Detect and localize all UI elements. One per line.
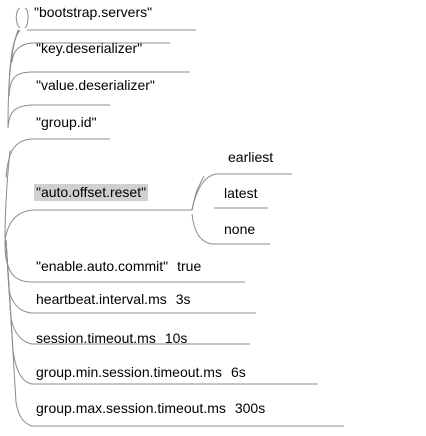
node-label: "bootstrap.servers"	[34, 4, 153, 20]
node-label: "value.deserializer"	[36, 77, 155, 93]
link-none	[191, 213, 270, 245]
node-label: none	[224, 221, 256, 237]
node-auto-offset-reset[interactable]: "auto.offset.reset"	[34, 184, 149, 201]
node-group-id[interactable]: "group.id"	[34, 114, 99, 131]
node-value-deserializer[interactable]: "value.deserializer"	[34, 77, 157, 94]
node-label: "key.deserializer"	[36, 40, 143, 56]
node-session-timeout[interactable]: session.timeout.ms 10s	[34, 330, 187, 347]
link-auto-offset-reset	[4, 209, 192, 241]
node-label: session.timeout.ms	[36, 330, 156, 346]
node-latest[interactable]: latest	[222, 185, 259, 202]
node-label: group.min.session.timeout.ms	[36, 364, 222, 380]
node-enable-auto-commit[interactable]: "enable.auto.commit" true	[34, 258, 201, 275]
node-value: true	[177, 258, 202, 274]
link-group-id-2	[5, 138, 110, 179]
node-heartbeat-interval[interactable]: heartbeat.interval.ms 3s	[34, 291, 191, 308]
node-group-max-session-timeout[interactable]: group.max.session.timeout.ms 300s	[34, 400, 265, 417]
link-session-timeout	[10, 317, 250, 345]
node-label: "enable.auto.commit"	[36, 258, 169, 274]
link-heartbeat	[8, 289, 256, 314]
node-value: 6s	[230, 364, 246, 380]
node-value: 10s	[164, 330, 188, 346]
link-group-min	[12, 349, 318, 385]
node-bootstrap-servers[interactable]: "bootstrap.servers"	[32, 4, 154, 21]
node-label: "group.id"	[36, 114, 97, 130]
node-label: latest	[224, 185, 258, 201]
node-key-deserializer[interactable]: "key.deserializer"	[34, 40, 144, 57]
node-label: "auto.offset.reset"	[34, 184, 149, 201]
node-label: group.max.session.timeout.ms	[36, 400, 226, 416]
node-label: earliest	[228, 149, 274, 165]
root-marker-shape	[15, 7, 29, 29]
link-group-max	[15, 401, 344, 427]
link-latest	[191, 187, 199, 211]
node-value: 3s	[175, 291, 191, 307]
node-group-min-session-timeout[interactable]: group.min.session.timeout.ms 6s	[34, 364, 246, 381]
node-none[interactable]: none	[222, 221, 257, 238]
node-value: 300s	[234, 400, 266, 416]
node-label: heartbeat.interval.ms	[36, 291, 167, 307]
node-earliest[interactable]: earliest	[226, 149, 275, 166]
